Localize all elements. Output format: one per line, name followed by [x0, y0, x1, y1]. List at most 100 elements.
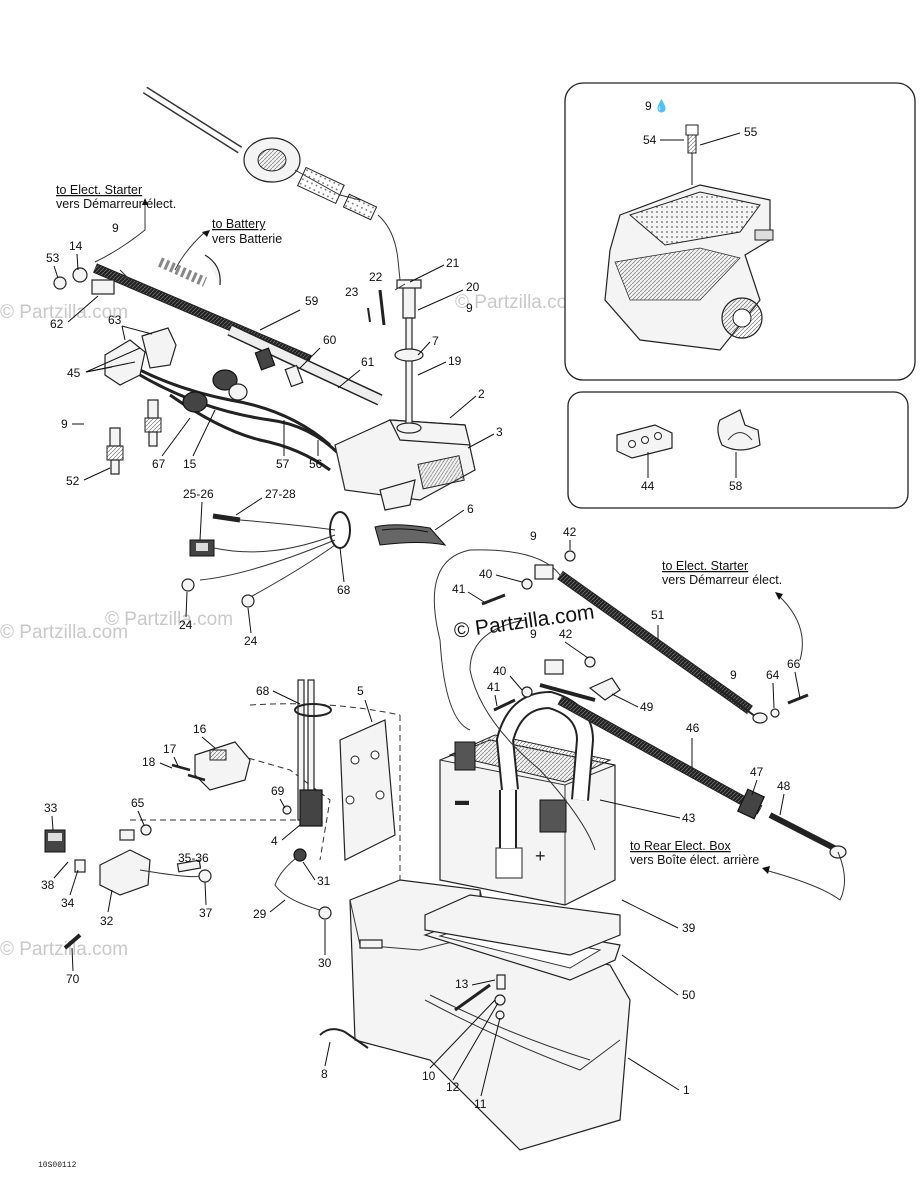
- callout-25-26: 25-26: [183, 487, 214, 501]
- callout-63: 63: [108, 313, 122, 327]
- callout-3: 3: [496, 425, 503, 439]
- callout-59: 59: [305, 294, 319, 308]
- callout-53: 53: [46, 251, 60, 265]
- callout-70: 70: [66, 972, 80, 986]
- callout-19: 19: [448, 354, 462, 368]
- callout-43: 43: [682, 811, 696, 825]
- watermark-left-3: © Partzilla.com: [0, 939, 128, 960]
- callout-24: 24: [244, 634, 258, 648]
- watermark-mid-3: © Partzilla.com: [105, 609, 233, 630]
- callout-9: 9: [530, 627, 537, 641]
- callout-56: 56: [309, 457, 323, 471]
- callout-9: 9: [466, 301, 473, 315]
- callout-9: 9: [730, 668, 737, 682]
- callout-31: 31: [317, 874, 331, 888]
- upper-left-assembly: [53, 86, 476, 608]
- callout-42: 42: [559, 627, 573, 641]
- callout-12: 12: [446, 1080, 460, 1094]
- note-battery-1: to Battery: [212, 217, 266, 231]
- callout-1: 1: [683, 1083, 690, 1097]
- callout-54: 54: [643, 133, 657, 147]
- callout-49: 49: [640, 700, 654, 714]
- callout-65: 65: [131, 796, 145, 810]
- callout-22: 22: [369, 270, 383, 284]
- note-starter-top-2: vers Démarreur élect.: [56, 197, 176, 211]
- callout-64: 64: [766, 668, 780, 682]
- callout-37: 37: [199, 906, 213, 920]
- callout-27-28: 27-28: [265, 487, 296, 501]
- callout-7: 7: [432, 334, 439, 348]
- callout-39: 39: [682, 921, 696, 935]
- callout-48: 48: [777, 779, 791, 793]
- callout-23: 23: [345, 285, 359, 299]
- callout-41: 41: [452, 582, 466, 596]
- callout-32: 32: [100, 914, 114, 928]
- note-rear-box-1: to Rear Elect. Box: [630, 839, 731, 853]
- note-starter-top-1: to Elect. Starter: [56, 183, 142, 197]
- battery-assembly: + ▬: [319, 690, 631, 1151]
- mounting-plate: [339, 719, 396, 861]
- callout-15: 15: [183, 457, 197, 471]
- callout-68: 68: [256, 684, 270, 698]
- callout-5: 5: [357, 684, 364, 698]
- callout-34: 34: [61, 896, 75, 910]
- callout-55: 55: [744, 125, 758, 139]
- callout-4: 4: [271, 834, 278, 848]
- callout-57: 57: [276, 457, 290, 471]
- battery-cables: [433, 549, 847, 901]
- callout-30: 30: [318, 956, 332, 970]
- spark-plug-left: [106, 427, 124, 475]
- clips-inset: [567, 391, 909, 509]
- callout-33: 33: [44, 801, 58, 815]
- watermark-mid-1: © Partzilla.com: [455, 292, 583, 313]
- svg-text:▬: ▬: [455, 792, 469, 808]
- callout-61: 61: [361, 355, 375, 369]
- note-starter-right-1: to Elect. Starter: [662, 559, 748, 573]
- callout-60: 60: [323, 333, 337, 347]
- callout-24: 24: [179, 618, 193, 632]
- callout-38: 38: [41, 878, 55, 892]
- svg-text:+: +: [535, 846, 546, 866]
- callout-16: 16: [193, 722, 207, 736]
- watermark-left-2: © Partzilla.com: [0, 622, 128, 643]
- callout-69: 69: [271, 784, 285, 798]
- notes: to Elect. Starter vers Démarreur élect. …: [38, 183, 782, 1170]
- callout-20: 20: [466, 280, 480, 294]
- callouts: 9 💧 54 55 44 58 9 14 53 62 63 45 9 52 67…: [41, 99, 801, 1111]
- callout-10: 10: [422, 1069, 436, 1083]
- callout-66: 66: [787, 657, 801, 671]
- note-battery-2: vers Batterie: [212, 232, 282, 246]
- spark-plug-right: [144, 399, 162, 447]
- callout-51: 51: [651, 608, 665, 622]
- note-leaders: [94, 198, 210, 271]
- callout-17: 17: [163, 742, 177, 756]
- callout-52: 52: [66, 474, 80, 488]
- callout-42: 42: [563, 525, 577, 539]
- callout-13: 13: [455, 977, 469, 991]
- callout-11: 11: [474, 1097, 487, 1111]
- note-rear-box-2: vers Boîte élect. arrière: [630, 853, 759, 867]
- callout-6: 6: [467, 502, 474, 516]
- note-starter-right-2: vers Démarreur élect.: [662, 573, 782, 587]
- callout-50: 50: [682, 988, 696, 1002]
- callout-9: 9: [530, 529, 537, 543]
- callout-41: 41: [487, 680, 501, 694]
- callout-40: 40: [493, 664, 507, 678]
- watermark-main: © Partzilla.com: [452, 600, 595, 642]
- callout-44: 44: [641, 479, 655, 493]
- callout-9: 9: [112, 221, 119, 235]
- callout-46: 46: [686, 721, 700, 735]
- svg-text:💧: 💧: [654, 99, 669, 113]
- callout-68: 68: [337, 583, 351, 597]
- battery-box: [349, 879, 631, 1151]
- engine-inset: [564, 82, 916, 381]
- callout-58: 58: [729, 479, 743, 493]
- callout-45: 45: [67, 366, 81, 380]
- watermark-left-1: © Partzilla.com: [0, 302, 128, 323]
- callout-62: 62: [50, 317, 64, 331]
- callout-9: 9: [645, 99, 652, 113]
- callout-8: 8: [321, 1067, 328, 1081]
- callout-21: 21: [446, 256, 460, 270]
- callout-67: 67: [152, 457, 166, 471]
